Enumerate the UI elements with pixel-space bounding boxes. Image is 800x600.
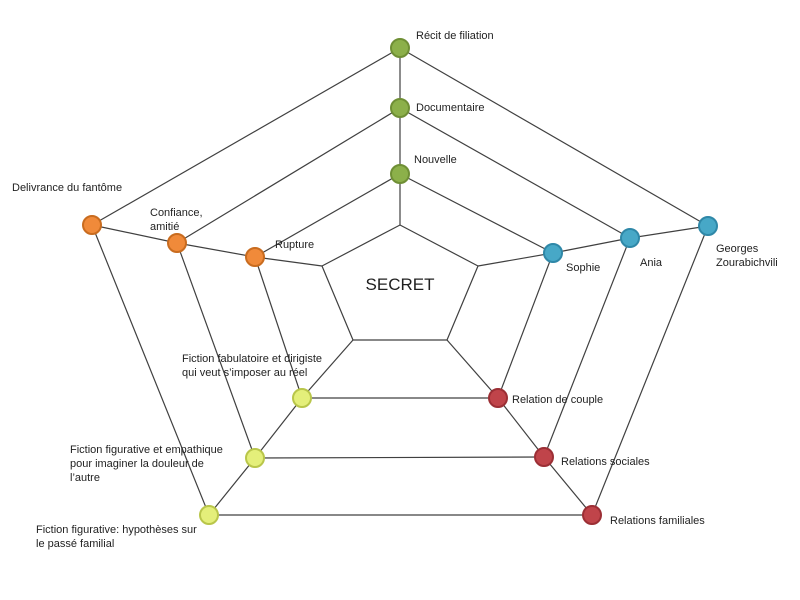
node-georges [698,216,718,236]
center-pentagon-shape [321,224,479,341]
label-line: Relations familiales [610,515,705,527]
label-line: qui veut s’imposer au réel [182,367,307,379]
label-line: Delivrance du fantôme [12,182,122,194]
edge-delivrance-confiance [91,224,178,244]
node-ania [620,228,640,248]
label-line: Georges [716,243,759,255]
center-label: SECRET [366,275,435,294]
label-line: Relations sociales [561,456,650,468]
edge-fic_hyp-delivrance [91,224,210,516]
center-pentagon: SECRET [321,224,479,341]
label-line: Récit de filiation [416,30,494,42]
edge-fic_fab-rupture [254,256,303,399]
label-rel-soc: Relations sociales [561,456,650,468]
label-ania: Ania [640,257,663,269]
edge-recit-georges [399,47,709,227]
edge-fic_emp-fic_fab [254,397,303,459]
node-rel-fam [582,505,602,525]
node-labels: Récit de filiationDocumentaireNouvelleGe… [12,30,778,550]
edge-ania-rel_soc [543,237,631,458]
edge-ania-sophie [552,237,631,254]
spoke-rel_couple-center [446,339,499,399]
node-confiance [167,233,187,253]
node-rupture [245,247,265,267]
nodes [82,38,718,525]
label-line: Fiction fabulatoire et dirigiste [182,353,322,365]
edge-rel_soc-rel_couple [497,397,545,458]
label-nouvelle: Nouvelle [414,154,457,166]
label-line: le passé familial [36,538,114,550]
edge-georges-rel_fam [591,225,709,516]
label-fic-hyp: Fiction figurative: hypothèses sur le pas… [36,524,197,550]
node-nouvelle [390,164,410,184]
edge-georges-ania [629,225,709,239]
label-line: Ania [640,257,663,269]
label-line: Fiction figurative et empathique [70,444,223,456]
node-sophie [543,243,563,263]
edge-confiance-documentaire [176,107,401,244]
edge-rupture-nouvelle [254,173,401,258]
label-line: amitié [150,221,179,233]
label-rel-couple: Relation de couple [512,394,603,406]
label-rupture: Rupture [275,239,314,251]
label-line: Nouvelle [414,154,457,166]
edge-nouvelle-sophie [399,173,554,254]
spoke-rupture-center [254,256,323,267]
label-line: Sophie [566,262,600,274]
edge-confiance-rupture [176,242,256,258]
label-line: Fiction figurative: hypothèses sur [36,524,197,536]
label-line: Confiance, [150,207,203,219]
edge-rel_fam-rel_soc [543,456,593,516]
label-line: Rupture [275,239,314,251]
edge-delivrance-recit [91,47,401,226]
label-line: Documentaire [416,102,484,114]
node-documentaire [390,98,410,118]
edge-rel_soc-fic_emp [254,456,545,459]
node-fic-fab [292,388,312,408]
edge-fic_hyp-fic_emp [208,457,256,516]
label-recit: Récit de filiation [416,30,494,42]
label-delivrance: Delivrance du fantôme [12,182,122,194]
edge-fic_emp-confiance [176,242,256,459]
label-documentaire: Documentaire [416,102,484,114]
label-sophie: Sophie [566,262,600,274]
node-rel-soc [534,447,554,467]
label-confiance: Confiance, amitié [150,207,203,233]
label-fic-fab: Fiction fabulatoire et dirigiste qui veut… [182,353,322,379]
label-line: Zourabichvili [716,257,778,269]
node-rel-couple [488,388,508,408]
label-line: pour imaginer la douleur de [70,458,204,470]
label-line: l’autre [70,472,100,484]
node-fic-hyp [199,505,219,525]
edge-sophie-rel_couple [497,252,554,399]
label-rel-fam: Relations familiales [610,515,705,527]
label-fic-emp: Fiction figurative et empathique pour ima… [70,444,223,484]
connector-lines [91,47,709,516]
spoke-sophie-center [477,252,554,267]
node-fic-emp [245,448,265,468]
node-recit [390,38,410,58]
node-delivrance [82,215,102,235]
spoke-fic_fab-center [301,339,354,399]
label-line: Relation de couple [512,394,603,406]
edge-documentaire-ania [399,107,631,239]
